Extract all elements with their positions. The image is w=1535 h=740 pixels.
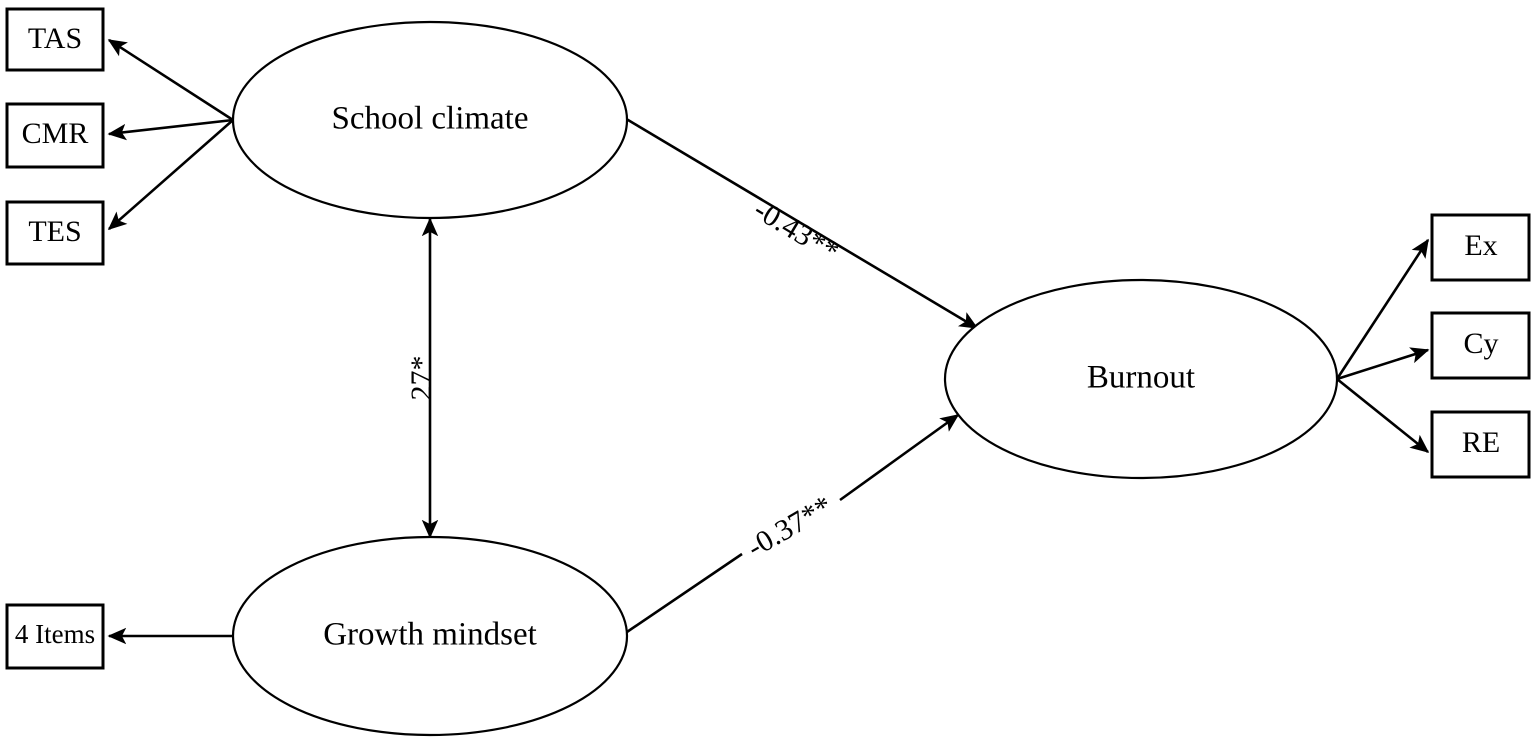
observed-label-tes: TES — [28, 215, 81, 248]
path-coefficient-school-climate-to-burnout: -0.43** — [748, 193, 844, 269]
latent-ellipse-school-climate[interactable] — [231, 20, 629, 220]
observed-box-tas[interactable] — [5, 7, 105, 72]
observed-label-4-items: 4 Items — [15, 619, 95, 649]
observed-box-cy[interactable] — [1430, 311, 1531, 380]
loading-arrow-school-climate-to-cmr — [107, 118, 234, 141]
path-arrow-growth-mindset-to-burnout-segment-b — [839, 413, 960, 502]
observed-label-cy: Cy — [1463, 327, 1498, 360]
loading-arrow-school-climate-to-tes — [107, 119, 234, 230]
observed-label-tas: TAS — [28, 22, 82, 55]
loading-arrow-burnout-to-re — [1336, 377, 1430, 454]
observed-label-cmr: CMR — [22, 117, 89, 150]
path-arrow-growth-mindset-to-burnout-segment-a — [623, 552, 743, 636]
latent-label-school-climate: School climate — [331, 101, 528, 137]
observed-label-re: RE — [1462, 426, 1500, 459]
path-coefficient-growth-mindset-to-burnout: -0.37** — [741, 489, 838, 564]
path-coefficient-school-climate-growth-mindset-covariance: 27* — [405, 356, 438, 401]
observed-box-tes[interactable] — [5, 200, 105, 266]
latent-ellipse-burnout[interactable] — [943, 278, 1339, 480]
latent-label-burnout: Burnout — [1087, 360, 1195, 396]
observed-box-cmr[interactable] — [5, 102, 105, 169]
observed-box-ex[interactable] — [1430, 213, 1531, 282]
latent-ellipse-growth-mindset[interactable] — [231, 535, 629, 737]
observed-box-re[interactable] — [1430, 410, 1531, 479]
loading-arrow-burnout-to-ex — [1335, 238, 1430, 380]
observed-label-ex: Ex — [1464, 229, 1497, 262]
loading-arrow-burnout-to-cy — [1336, 347, 1430, 381]
latent-label-growth-mindset: Growth mindset — [323, 617, 537, 653]
path-arrow-school-climate-to-burnout — [622, 115, 979, 330]
loading-arrow-school-climate-to-tas — [107, 38, 234, 122]
observed-box-4-items[interactable] — [5, 603, 105, 670]
